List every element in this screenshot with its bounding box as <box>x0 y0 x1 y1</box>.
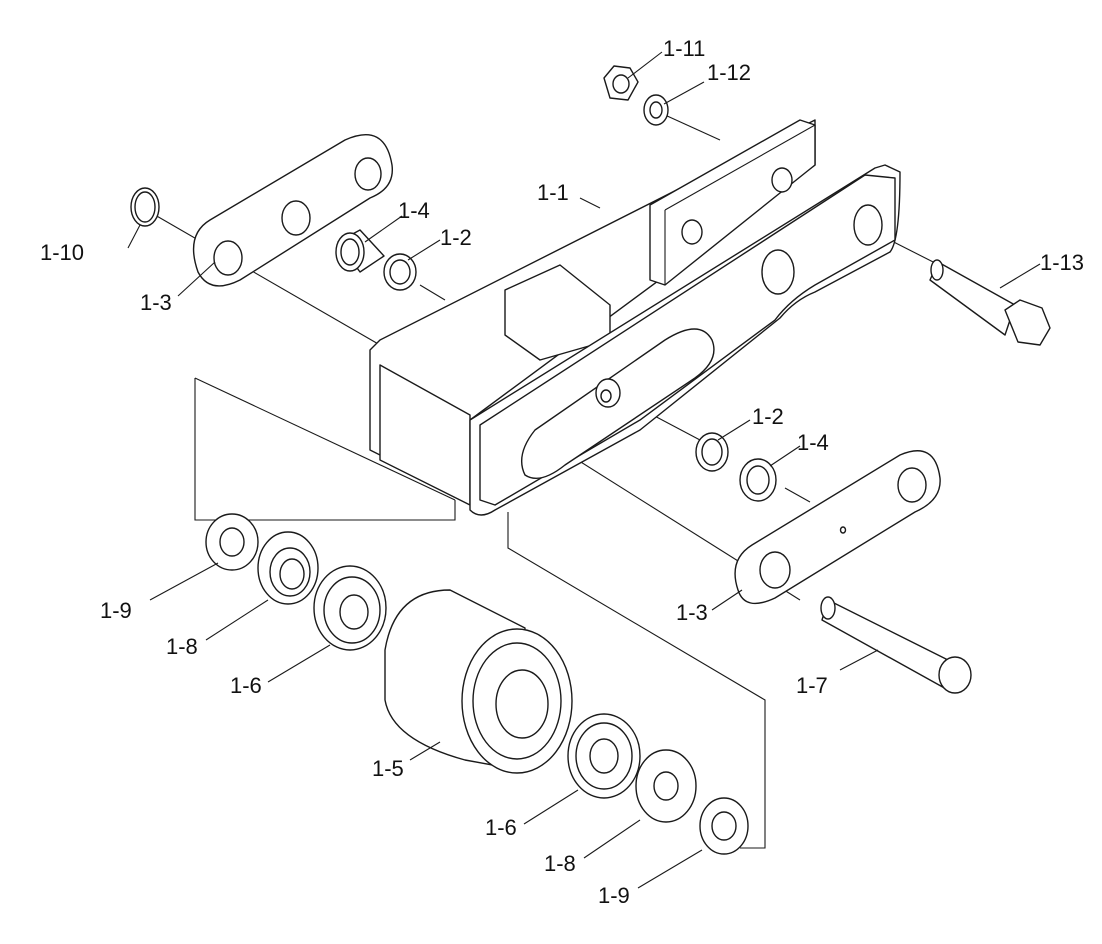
part-1-2-bushing-lower <box>695 432 729 472</box>
leader-lines <box>127 51 1041 889</box>
callout-1-5: 1-5 <box>372 756 404 781</box>
callout-1-8-left: 1-8 <box>166 634 198 659</box>
callout-labels: 1-1 1-2 1-2 1-3 1-3 1-4 1-4 1-5 1-6 1-6 … <box>40 36 1084 908</box>
part-1-9-washer-right <box>699 797 749 855</box>
part-1-8-seal-right <box>635 749 697 823</box>
callout-1-2-lower: 1-2 <box>752 404 784 429</box>
part-1-13-bolt <box>929 259 1051 346</box>
callout-1-6-right: 1-6 <box>485 815 517 840</box>
callout-1-3-lower: 1-3 <box>676 600 708 625</box>
part-1-6-bearing-left <box>313 565 387 651</box>
callout-1-8-right: 1-8 <box>544 851 576 876</box>
callout-1-3-upper: 1-3 <box>140 290 172 315</box>
part-1-11-nut <box>603 65 639 101</box>
callout-1-1: 1-1 <box>537 180 569 205</box>
part-1-3-link-plate-lower <box>734 450 941 605</box>
part-1-5-roller <box>384 589 573 774</box>
part-1-4-bushing-lower <box>739 458 777 502</box>
callout-1-4-upper: 1-4 <box>398 198 430 223</box>
callout-1-9-left: 1-9 <box>100 598 132 623</box>
part-1-9-washer-left <box>205 513 259 571</box>
callout-1-12: 1-12 <box>707 60 751 85</box>
callout-1-13: 1-13 <box>1040 250 1084 275</box>
part-1-7-pin <box>820 596 972 694</box>
callout-1-7: 1-7 <box>796 673 828 698</box>
part-1-6-bearing-right <box>567 713 641 799</box>
callout-1-9-right: 1-9 <box>598 883 630 908</box>
callout-1-4-lower: 1-4 <box>797 430 829 455</box>
part-1-3-link-plate-upper <box>192 134 394 287</box>
part-1-4-bushing-upper <box>335 229 385 273</box>
part-1-2-bushing-upper <box>383 253 417 291</box>
part-1-10-snap-ring <box>130 187 160 227</box>
callout-1-2-upper: 1-2 <box>440 225 472 250</box>
part-1-12-washer <box>643 94 669 126</box>
callout-1-10: 1-10 <box>40 240 84 265</box>
callout-1-6-left: 1-6 <box>230 673 262 698</box>
part-1-8-seal-left <box>257 531 319 605</box>
callout-1-11: 1-11 <box>663 36 705 61</box>
part-1-1-frame <box>369 119 901 516</box>
